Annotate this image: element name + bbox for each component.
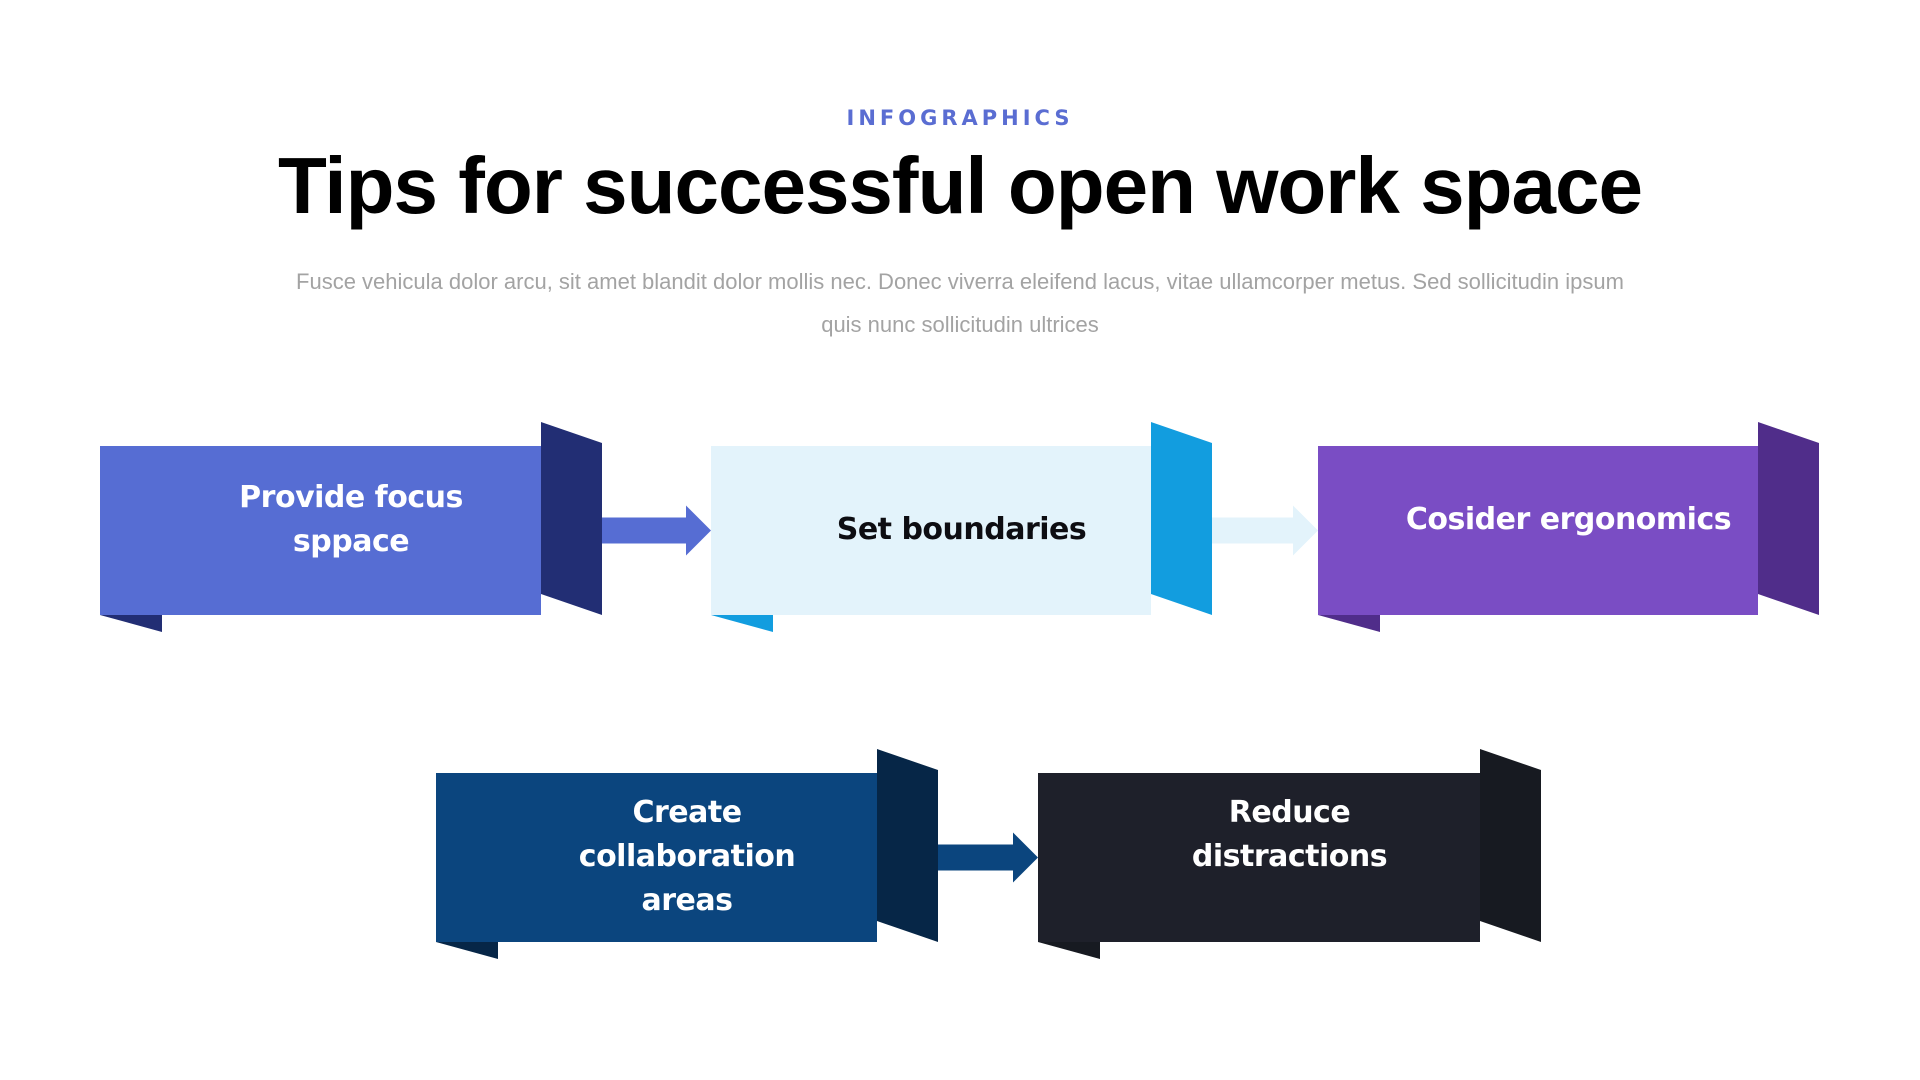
step-label: Reduce distractions bbox=[1038, 791, 1541, 879]
step-side-panel bbox=[541, 422, 602, 615]
step-label-line: sppace bbox=[292, 524, 410, 559]
step-label: Create collaboration areas bbox=[436, 791, 938, 923]
step-face bbox=[1038, 773, 1480, 942]
section-eyebrow: INFOGRAPHICS bbox=[846, 106, 1074, 130]
step-fold bbox=[100, 615, 162, 632]
arrow-right-icon bbox=[938, 832, 1038, 883]
step-label: Set boundaries bbox=[711, 508, 1212, 552]
step-label-line: Cosider ergonomics bbox=[1405, 502, 1732, 537]
page-title: Tips for successful open work space bbox=[278, 141, 1643, 230]
step-card[interactable] bbox=[1318, 422, 1819, 632]
step-face bbox=[1318, 446, 1758, 615]
step-card[interactable] bbox=[711, 422, 1212, 632]
arrow-right-icon bbox=[1212, 505, 1318, 556]
step-face bbox=[436, 773, 877, 942]
step-fold bbox=[436, 942, 498, 959]
step-label-line: Reduce bbox=[1228, 795, 1351, 830]
step-side-panel bbox=[1151, 422, 1212, 615]
step-card[interactable] bbox=[100, 422, 602, 632]
step-card[interactable] bbox=[1038, 749, 1541, 959]
arrow-right-icon bbox=[602, 505, 711, 556]
step-fold bbox=[1318, 615, 1380, 632]
step-label: Cosider ergonomics bbox=[1318, 498, 1819, 542]
connectors-layer bbox=[602, 505, 1318, 883]
step-fold bbox=[1038, 942, 1100, 959]
step-fold bbox=[711, 615, 773, 632]
step-label-line: areas bbox=[641, 883, 734, 918]
step-side-panel bbox=[1758, 422, 1819, 615]
steps-layer bbox=[100, 422, 1819, 959]
step-label-line: distractions bbox=[1191, 839, 1388, 874]
step-label-line: Set boundaries bbox=[836, 512, 1087, 547]
step-label-line: collaboration bbox=[578, 839, 796, 874]
step-label: Provide focus sppace bbox=[100, 476, 602, 564]
step-label-line: Create bbox=[632, 795, 742, 830]
step-card[interactable] bbox=[436, 749, 938, 959]
step-side-panel bbox=[1480, 749, 1541, 942]
step-face bbox=[711, 446, 1151, 615]
page-subtitle: Fusce vehicula dolor arcu, sit amet blan… bbox=[296, 269, 1624, 337]
step-label-line: Provide focus bbox=[239, 480, 463, 515]
step-face bbox=[100, 446, 541, 615]
step-side-panel bbox=[877, 749, 938, 942]
